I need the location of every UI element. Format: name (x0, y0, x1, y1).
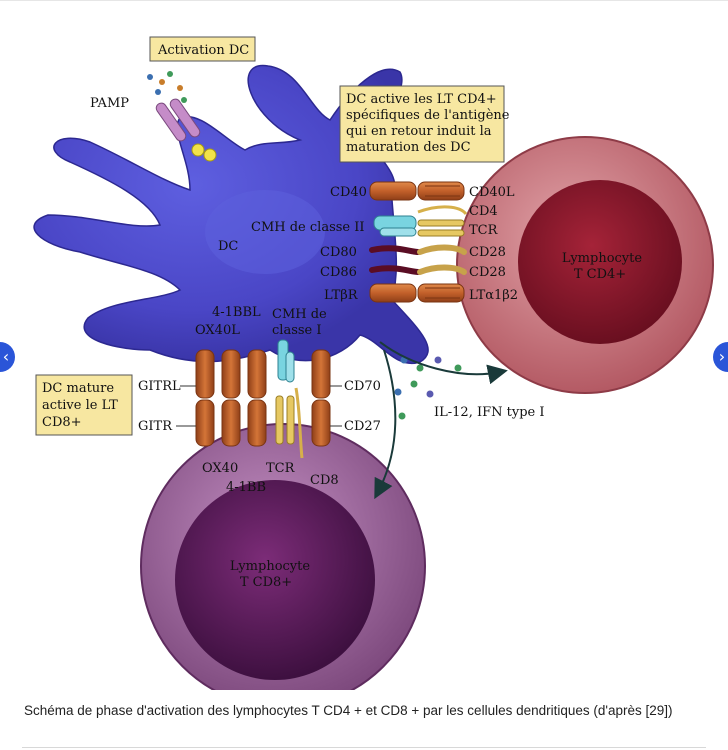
arrow-to-cd8 (374, 349, 397, 500)
label-cd8: CD8 (310, 473, 339, 488)
label-cd70: CD70 (344, 379, 381, 394)
label-cmh-de: CMH de (272, 307, 327, 322)
pamp-label: PAMP (90, 96, 129, 111)
dc-cd4-text-4: maturation des DC (346, 140, 471, 155)
top-divider (0, 0, 728, 1)
figure-caption: Schéma de phase d'activation des lymphoc… (24, 703, 673, 718)
cd86-cd28-pair (369, 264, 467, 275)
label-cd80: CD80 (320, 245, 357, 260)
label-4-1bb: 4-1BB (226, 480, 266, 495)
arrow-to-cd4 (379, 341, 508, 385)
label-cd28-1: CD28 (469, 245, 506, 260)
cd8-lymphocyte-cell: Lymphocyte T CD8+ (140, 423, 426, 690)
activation-dc-text: Activation DC (157, 43, 249, 58)
dc-label: DC (218, 239, 238, 254)
label-cd86: CD86 (320, 265, 357, 280)
cd8-cell-label-1: Lymphocyte (230, 559, 310, 574)
bottom-divider (22, 747, 706, 748)
4-1bbl-4-1bb-pair (247, 349, 267, 447)
label-lta1b2: LTα1β2 (469, 288, 518, 303)
dc-cd4-info-box: DC active les LT CD4+ spécifiques de l'a… (339, 85, 510, 163)
label-cmh-classe-ii: CMH de classe II (251, 220, 365, 235)
ltbr-lta1b2-pair (369, 283, 465, 303)
label-cytokines: IL-12, IFN type I (434, 405, 544, 420)
next-image-button[interactable]: › (713, 342, 728, 372)
dendritic-cell: DC (33, 64, 429, 365)
dc-cd4-text-2: spécifiques de l'antigène (346, 108, 510, 123)
label-tcr-cd8: TCR (266, 461, 296, 476)
pamp-particles (147, 71, 187, 103)
dc-mature-info-box: DC mature active le LT CD8+ (35, 374, 133, 436)
cd4-lymphocyte-cell: Lymphocyte T CD4+ (456, 136, 714, 394)
mhc-i-tcr-cd8-complex (275, 339, 304, 459)
gitrl-gitr-pair (195, 349, 215, 447)
dc-mature-text-3: CD8+ (42, 415, 82, 430)
label-cd4: CD4 (469, 204, 498, 219)
ox40l-ox40-pair (221, 349, 241, 447)
label-cd28-2: CD28 (469, 265, 506, 280)
cd80-cd28-pair (369, 244, 467, 255)
label-4-1bbl: 4-1BBL (212, 305, 261, 320)
activation-dc-box: Activation DC (149, 36, 256, 62)
cd4-cell-label-2: T CD4+ (574, 267, 626, 282)
cd8-cell-label-2: T CD8+ (240, 575, 292, 590)
pamp-receptor (155, 98, 217, 162)
cd40-cd40l-pair (369, 181, 465, 201)
cd4-cell-label-1: Lymphocyte (562, 251, 642, 266)
label-cd27: CD27 (344, 419, 381, 434)
cytokine-particles (394, 356, 462, 420)
cd70-cd27-pair (311, 349, 331, 447)
dc-cd4-text-1: DC active les LT CD4+ (346, 92, 497, 107)
label-tcr-cd4: TCR (469, 223, 499, 238)
dc-mature-text-2: active le LT (42, 398, 118, 413)
label-ltbr: LTβR (324, 288, 359, 303)
label-gitrl: GITRL (138, 379, 181, 394)
dc-activation-diagram: Lymphocyte T CD4+ Lymphocyte T CD8+ DC P… (33, 36, 714, 690)
dc-mature-text-1: DC mature (42, 381, 114, 396)
dc-cd4-text-3: qui en retour induit la (346, 124, 492, 139)
label-cd40: CD40 (330, 185, 367, 200)
label-ox40l: OX40L (195, 323, 240, 338)
label-ox40: OX40 (202, 461, 238, 476)
label-gitr: GITR (138, 419, 173, 434)
mhc-ii-tcr-cd4-complex (373, 205, 468, 237)
label-cd40l: CD40L (469, 185, 515, 200)
label-classe-i: classe I (272, 323, 322, 338)
prev-image-button[interactable]: ‹ (0, 342, 15, 372)
